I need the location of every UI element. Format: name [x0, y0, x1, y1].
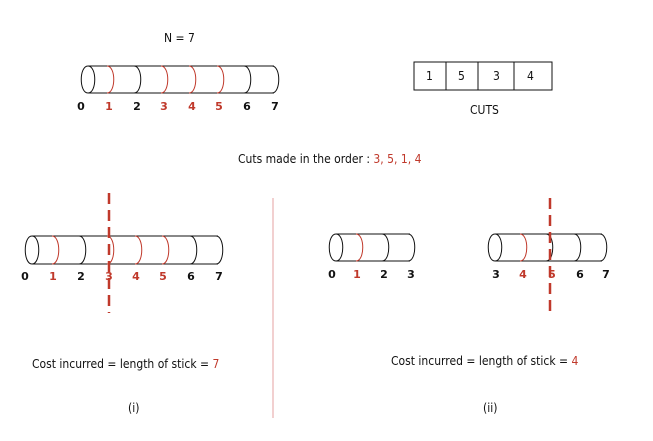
cuts-label: CUTS — [470, 103, 499, 117]
stick-panel-ii-left — [328, 233, 416, 262]
cost-prefix: Cost incurred = length of stick = — [32, 357, 213, 371]
cut-order-values: 3, 5, 1, 4 — [373, 152, 422, 166]
full-stick-label: 7 — [271, 100, 279, 113]
cut-order-prefix: Cuts made in the order : — [238, 152, 374, 166]
panel-ii-left-label: 2 — [380, 268, 388, 281]
panel-ii-caption: (ii) — [483, 401, 498, 415]
cuts-cell: 4 — [527, 69, 534, 83]
full-stick-label: 6 — [243, 100, 251, 113]
full-stick-label: 3 — [160, 100, 168, 113]
cut-order-text: Cuts made in the order : 3, 5, 1, 4 — [238, 152, 421, 166]
panel-ii-cost: Cost incurred = length of stick = 4 — [391, 354, 578, 368]
full-stick-label: 1 — [105, 100, 113, 113]
stick-panel-ii-right — [487, 233, 608, 262]
panel-i-cost: Cost incurred = length of stick = 7 — [32, 357, 219, 371]
panel-ii-right-label: 4 — [519, 268, 527, 281]
panel-i-label: 7 — [215, 270, 223, 283]
cuts-cell: 1 — [426, 69, 433, 83]
panel-i-label: 5 — [159, 270, 167, 283]
stick-panel-i — [24, 235, 224, 265]
panel-i-label: 2 — [77, 270, 85, 283]
panel-ii-left-label: 0 — [328, 268, 336, 281]
panel-i-label: 1 — [49, 270, 57, 283]
full-stick-label: 5 — [215, 100, 223, 113]
title: N = 7 — [164, 31, 195, 45]
panel-ii-right-label: 5 — [548, 268, 556, 281]
panel-ii-left-label: 3 — [407, 268, 415, 281]
cost-prefix: Cost incurred = length of stick = — [391, 354, 572, 368]
cuts-cell: 3 — [493, 69, 500, 83]
panel-i-caption: (i) — [128, 401, 140, 415]
cuts-array — [413, 61, 553, 91]
cost-value: 4 — [571, 354, 579, 368]
full-stick-label: 4 — [188, 100, 196, 113]
panel-ii-left-label: 1 — [353, 268, 361, 281]
full-stick — [80, 65, 280, 94]
panel-ii-right-label: 7 — [602, 268, 610, 281]
panel-i-label: 4 — [132, 270, 140, 283]
panel-i-label: 0 — [21, 270, 29, 283]
panel-i-label: 6 — [187, 270, 195, 283]
cost-value: 7 — [212, 357, 220, 371]
cuts-cell: 5 — [458, 69, 465, 83]
panel-ii-right-label: 3 — [492, 268, 500, 281]
full-stick-label: 0 — [77, 100, 85, 113]
panel-i-label: 3 — [105, 270, 113, 283]
panel-ii-right-label: 6 — [576, 268, 584, 281]
full-stick-label: 2 — [133, 100, 141, 113]
